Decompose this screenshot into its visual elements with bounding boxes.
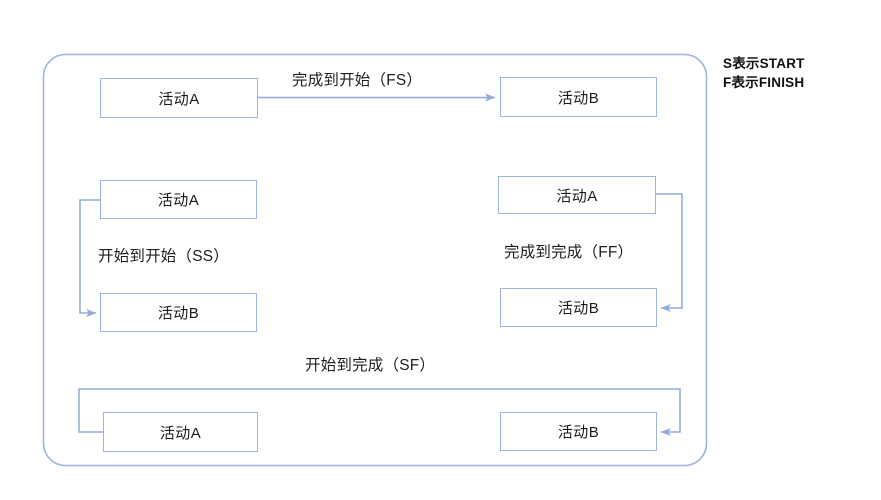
relation-label-ss: 开始到开始（SS） xyxy=(98,248,229,265)
legend: S表示START F表示FINISH xyxy=(723,54,805,92)
legend-line-start: S表示START xyxy=(723,56,805,71)
activity-box-fs-a[interactable]: 活动A xyxy=(100,78,258,118)
connector-ff xyxy=(656,193,683,312)
relation-label-fs: 完成到开始（FS） xyxy=(292,72,423,89)
legend-line-finish: F表示FINISH xyxy=(723,75,805,90)
activity-box-ff-a[interactable]: 活动A xyxy=(498,176,656,214)
activity-box-ff-b[interactable]: 活动B xyxy=(500,288,657,327)
relation-label-sf: 开始到完成（SF） xyxy=(305,357,436,374)
activity-box-ss-a[interactable]: 活动A xyxy=(100,180,257,219)
relation-label-ff: 完成到完成（FF） xyxy=(504,244,634,261)
connector-ss xyxy=(79,199,100,317)
activity-box-sf-a[interactable]: 活动A xyxy=(103,412,258,452)
activity-box-ss-b[interactable]: 活动B xyxy=(100,293,257,332)
activity-box-sf-b[interactable]: 活动B xyxy=(500,412,657,451)
activity-box-fs-b[interactable]: 活动B xyxy=(500,77,657,117)
